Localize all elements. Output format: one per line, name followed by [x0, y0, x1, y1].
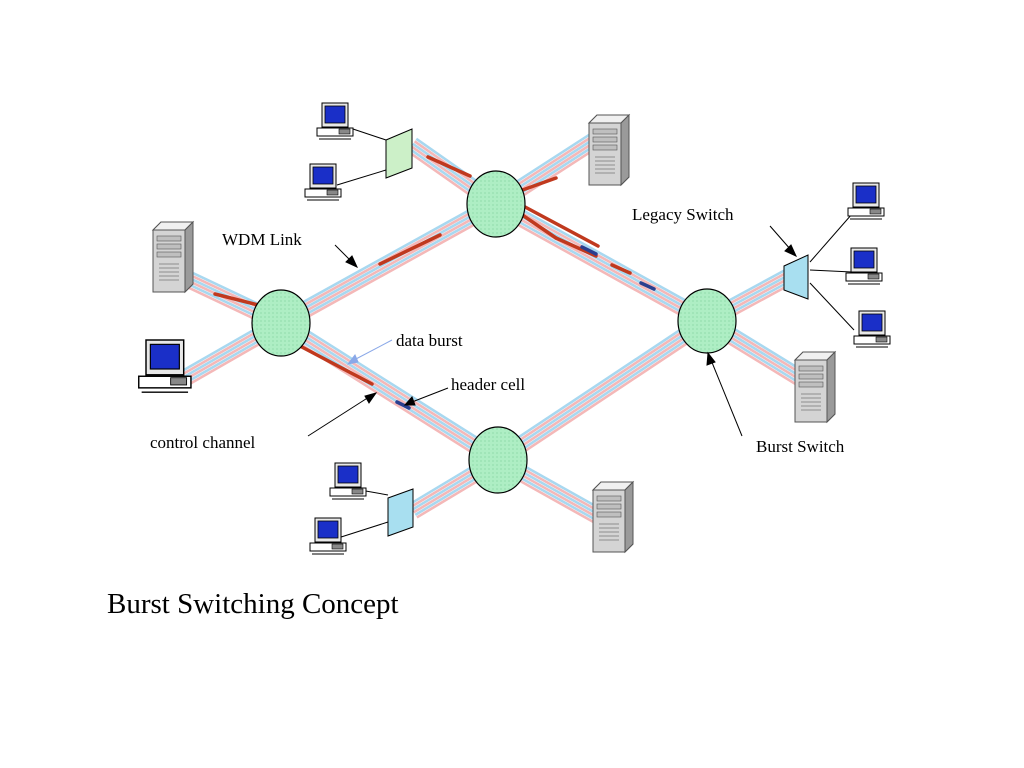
workstation-icon: [847, 182, 885, 220]
legacy-switch-icon: [387, 488, 414, 537]
workstation-icon: [329, 462, 367, 500]
wdm-fiber-strand: [277, 325, 497, 465]
wdm-fiber-strand: [501, 326, 712, 468]
workstation-icon: [316, 102, 354, 140]
wdm-fiber-strand: [279, 323, 498, 463]
server-icon: [794, 351, 836, 423]
wdm-fiber-strand: [494, 204, 707, 324]
workstation-icon: [138, 339, 192, 393]
server-icon: [152, 221, 194, 293]
header-cells: [395, 245, 656, 410]
workstation-icon: [845, 247, 883, 285]
wdm-fiber-strand: [493, 313, 704, 455]
wdm-fiber-strand: [493, 206, 706, 327]
server-icon: [588, 114, 630, 186]
wdm-fiber-strand: [281, 320, 500, 460]
server-icon: [592, 481, 634, 553]
wdm-fiber-strand: [282, 206, 499, 329]
wdm-fiber-strand: [282, 318, 502, 458]
wdm-fiber-strand: [494, 316, 706, 458]
workstation-icon: [309, 517, 347, 555]
burst-switch-node-top: [466, 170, 526, 238]
wdm-fiber-strand: [284, 209, 501, 331]
legacy-switch-icon: [783, 254, 809, 300]
workstation-icon: [853, 310, 891, 348]
workstation-icon: [304, 163, 342, 201]
wdm-fiber-strand: [491, 209, 704, 329]
caption: Burst Switching Concept: [107, 588, 399, 620]
burst-switch-node-bottom: [468, 426, 528, 494]
data-burst-pointer: [346, 339, 393, 365]
wdm-fiber-strand: [276, 196, 493, 318]
wdm-fiber-strand: [281, 204, 498, 326]
wdm-link-label: WDM Link: [222, 230, 302, 249]
wdm-fiber-strand: [279, 201, 496, 323]
wdm-fiber-strand: [284, 315, 503, 455]
burst-switch-label: Burst Switch: [756, 437, 845, 456]
wdm-fiber-strand: [498, 321, 709, 463]
wdm-fiber-strand: [497, 198, 710, 319]
burst-switches: [251, 170, 737, 494]
legacy-switch-label: Legacy Switch: [632, 205, 734, 224]
wdm-fiber-strand: [499, 323, 711, 465]
legacy-switch-icon: [385, 128, 413, 179]
control-channel-label: control channel: [150, 433, 256, 452]
wdm-fiber-strand: [499, 196, 712, 316]
burst-switch-node-left: [251, 289, 311, 357]
legacy-switches: [385, 128, 809, 537]
header-cell-label: header cell: [451, 375, 525, 394]
data-burst-label: data burst: [396, 331, 463, 350]
burst-switch-node-right: [677, 288, 737, 354]
annotation-arrows: [307, 225, 798, 437]
wdm-fiber-strand: [496, 318, 707, 460]
